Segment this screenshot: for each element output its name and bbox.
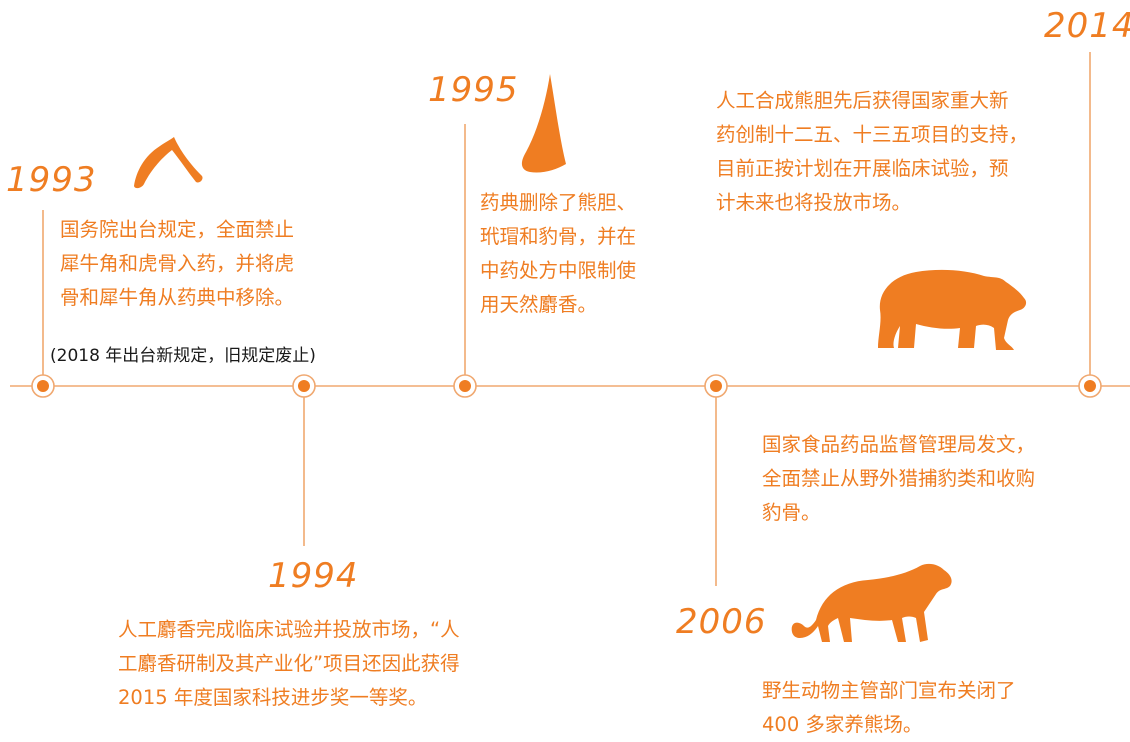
event-2014-line: 药创制十二五、十三五项目的支持， xyxy=(716,123,1029,146)
event-1995-text: 药典删除了熊胆、 玳瑁和豹骨，并在 中药处方中限制使 用天然麝香。 xyxy=(480,186,636,322)
single-horn-icon xyxy=(521,74,566,173)
event-2014-line: 目前正按计划在开展临床试验，预 xyxy=(716,157,1009,180)
year-2006: 2006 xyxy=(676,602,767,642)
event-2014-text: 人工合成熊胆先后获得国家重大新 药创制十二五、十三五项目的支持， 目前正按计划在… xyxy=(716,84,1028,220)
timeline-dot-1993 xyxy=(31,374,55,398)
event-1993-note: (2018 年出台新规定，旧规定废止) xyxy=(50,346,316,366)
event-1994-line: 2015 年度国家科技进步奖一等奖。 xyxy=(118,686,428,709)
rhino-horn-icon xyxy=(134,137,203,189)
year-1993: 1993 xyxy=(6,160,97,200)
event-leopard-text: 国家食品药品监督管理局发文， 全面禁止从野外猎捕豹类和收购 豹骨。 xyxy=(762,428,1035,530)
event-2006-line: 400 多家养熊场。 xyxy=(762,713,923,736)
tiger-icon xyxy=(791,563,952,642)
event-leopard-line: 全面禁止从野外猎捕豹类和收购 xyxy=(762,467,1036,490)
bear-icon xyxy=(878,269,1027,350)
timeline-dot-2014 xyxy=(1078,374,1102,398)
event-1995-line: 药典删除了熊胆、 xyxy=(480,191,637,214)
event-1993-line: 犀牛角和虎骨入药，并将虎 xyxy=(60,252,295,275)
year-1995: 1995 xyxy=(428,70,519,110)
event-1995-line: 玳瑁和豹骨，并在 xyxy=(480,225,637,248)
event-1995-line: 用天然麝香。 xyxy=(480,293,598,316)
year-2014: 2014 xyxy=(1044,6,1130,46)
event-leopard-line: 国家食品药品监督管理局发文， xyxy=(762,433,1036,456)
year-1994: 1994 xyxy=(268,556,359,596)
event-2014-line: 计未来也将投放市场。 xyxy=(716,191,912,214)
event-2006-line: 野生动物主管部门宣布关闭了 xyxy=(762,679,1016,702)
timeline-dot-1995 xyxy=(453,374,477,398)
event-1994-text: 人工麝香完成临床试验并投放市场，“人 工麝香研制及其产业化”项目还因此获得 20… xyxy=(118,613,460,715)
timeline-dot-1994 xyxy=(292,374,316,398)
event-1995-line: 中药处方中限制使 xyxy=(480,259,637,282)
event-1993-line: 国务院出台规定，全面禁止 xyxy=(60,218,295,241)
event-1994-line: 工麝香研制及其产业化”项目还因此获得 xyxy=(118,652,460,675)
event-2014-line: 人工合成熊胆先后获得国家重大新 xyxy=(716,89,1009,112)
event-1994-line: 人工麝香完成临床试验并投放市场，“人 xyxy=(118,618,460,641)
event-2006-text: 野生动物主管部门宣布关闭了 400 多家养熊场。 xyxy=(762,674,1016,742)
event-1993-text: 国务院出台规定，全面禁止 犀牛角和虎骨入药，并将虎 骨和犀牛角从药典中移除。 xyxy=(60,213,294,315)
timeline-dot-2006 xyxy=(704,374,728,398)
event-1993-line: 骨和犀牛角从药典中移除。 xyxy=(60,286,295,309)
event-leopard-line: 豹骨。 xyxy=(762,501,821,524)
